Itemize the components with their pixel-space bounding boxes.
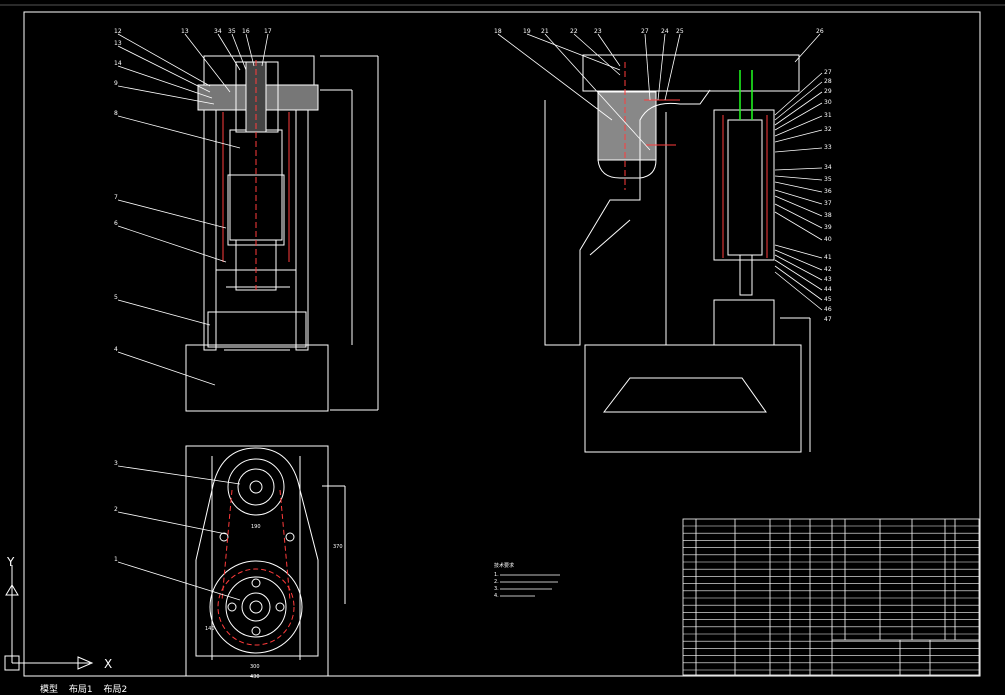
top-view-leaders: [117, 465, 241, 601]
ucs-axis-icon: [4, 565, 94, 671]
side-view-right-leaders: [774, 72, 823, 311]
side-view: [544, 54, 811, 453]
sheet-border: [23, 11, 981, 677]
title-block-rows: [683, 525, 979, 671]
tab-model[interactable]: 模型: [40, 685, 59, 695]
side-view-green: [739, 70, 753, 120]
layout-tabs: 模型 布局1 布局2: [40, 682, 135, 695]
title-block: [682, 518, 980, 676]
front-view-leaders: [117, 33, 269, 386]
technical-notes: [500, 574, 560, 597]
top-view-hidden: [217, 489, 295, 646]
top-view: [185, 445, 346, 677]
side-view-hidden: [624, 62, 768, 258]
front-view-hidden: [222, 60, 290, 290]
tab-layout1[interactable]: 布局1: [68, 685, 93, 695]
front-view: [185, 55, 379, 412]
tab-layout2[interactable]: 布局2: [103, 685, 128, 695]
side-view-leaders: [497, 33, 821, 151]
